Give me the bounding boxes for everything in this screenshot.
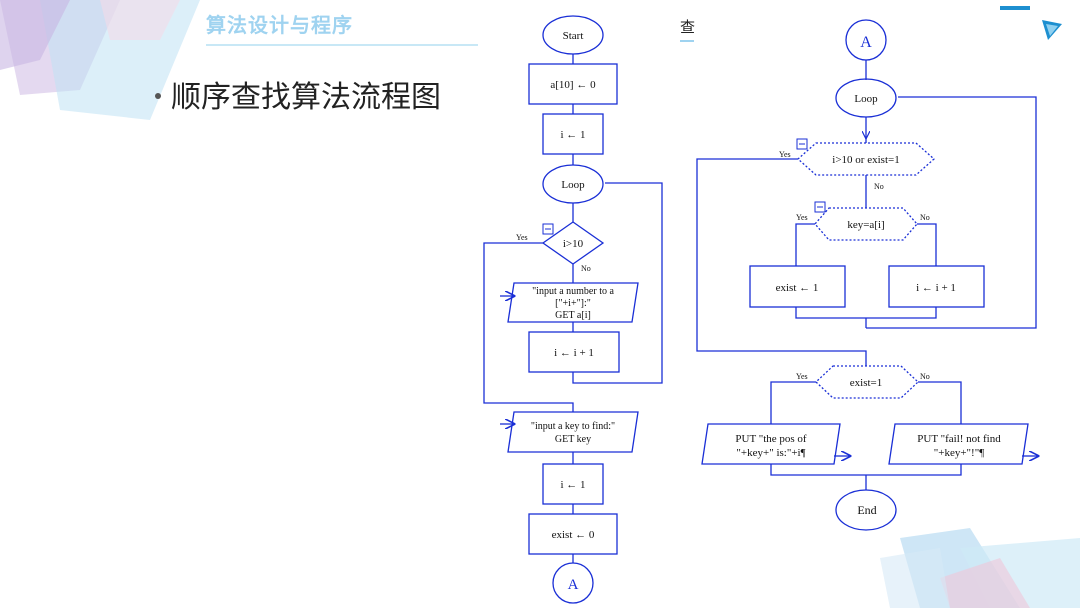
- header-title: 算法设计与程序: [206, 13, 353, 37]
- cond-exist-diamond: [815, 365, 919, 399]
- yes-label-exit: Yes: [779, 150, 791, 159]
- put-fail-parallelogram: [888, 423, 1029, 465]
- yes-label-exist: Yes: [796, 372, 808, 381]
- yes-label-left: Yes: [516, 233, 528, 242]
- put-found-line2: "+key+" is:"+i¶: [736, 447, 805, 459]
- input-line3: GET a[i]: [555, 310, 591, 321]
- collapse-icon-exit: [796, 138, 808, 150]
- key-input-parallelogram: [507, 411, 639, 453]
- bullet-item: 顺序查找算法流程图: [155, 72, 441, 116]
- input-parallelogram: [507, 282, 639, 323]
- input-line1: "input a number to a: [532, 286, 614, 297]
- end-label: End: [857, 503, 876, 517]
- end-terminal: [835, 489, 897, 531]
- loop-label: Loop: [561, 179, 585, 191]
- put-found-parallelogram: [701, 423, 841, 465]
- init-i-label: i ← 1: [560, 129, 585, 141]
- collapse-icon-key: [814, 201, 826, 213]
- put-found-line1: PUT "the pos of: [735, 433, 807, 445]
- init-i2-label: i ← 1: [560, 479, 585, 491]
- stray-divider: [680, 40, 694, 42]
- corner-decoration-bottom-right: [880, 528, 1080, 608]
- exist-init-label: exist ← 0: [552, 529, 595, 541]
- header-divider: [206, 44, 478, 46]
- no-label-key: No: [920, 213, 930, 222]
- connector-a-bottom: [552, 562, 594, 604]
- loop-label-right: Loop: [854, 93, 878, 105]
- key-input-line2: GET key: [555, 434, 591, 445]
- put-fail-line1: PUT "fail! not find: [917, 433, 1001, 445]
- incr-label-right: i ← i + 1: [916, 282, 956, 294]
- no-label-left: No: [581, 264, 591, 273]
- cond-exist-label: exist=1: [850, 377, 882, 389]
- cond-key-label: key=a[i]: [847, 219, 884, 231]
- input-line2: ["+i+"]:": [555, 298, 591, 309]
- init-array-label: a[10] ← 0: [550, 79, 596, 91]
- exist-set-box: [749, 265, 846, 308]
- put-fail-line2: "+key+"!"¶: [934, 447, 984, 459]
- stray-character: 查: [680, 18, 696, 36]
- no-label-exit: No: [874, 182, 884, 191]
- incr-box-left: [528, 331, 620, 373]
- incr-label-left: i ← i + 1: [554, 347, 594, 359]
- corner-decoration-top-left: [0, 0, 200, 120]
- cond-key-diamond: [814, 207, 918, 241]
- collapse-icon: [542, 223, 554, 235]
- no-label-exist: No: [920, 372, 930, 381]
- connector-a-label-top: A: [860, 34, 872, 51]
- bullet-dot: [155, 92, 161, 99]
- bullet-text: 顺序查找算法流程图: [171, 80, 441, 115]
- exist-set-label: exist ← 1: [776, 282, 819, 294]
- key-input-line1: "input a key to find:": [531, 421, 615, 432]
- cond-i-label: i>10: [563, 238, 584, 250]
- corner-decoration-top-right: [1000, 6, 1062, 40]
- connector-a-label-bottom: A: [568, 577, 579, 593]
- cond-exit-label: i>10 or exist=1: [832, 154, 899, 166]
- yes-label-key: Yes: [796, 213, 808, 222]
- start-label: Start: [563, 30, 584, 42]
